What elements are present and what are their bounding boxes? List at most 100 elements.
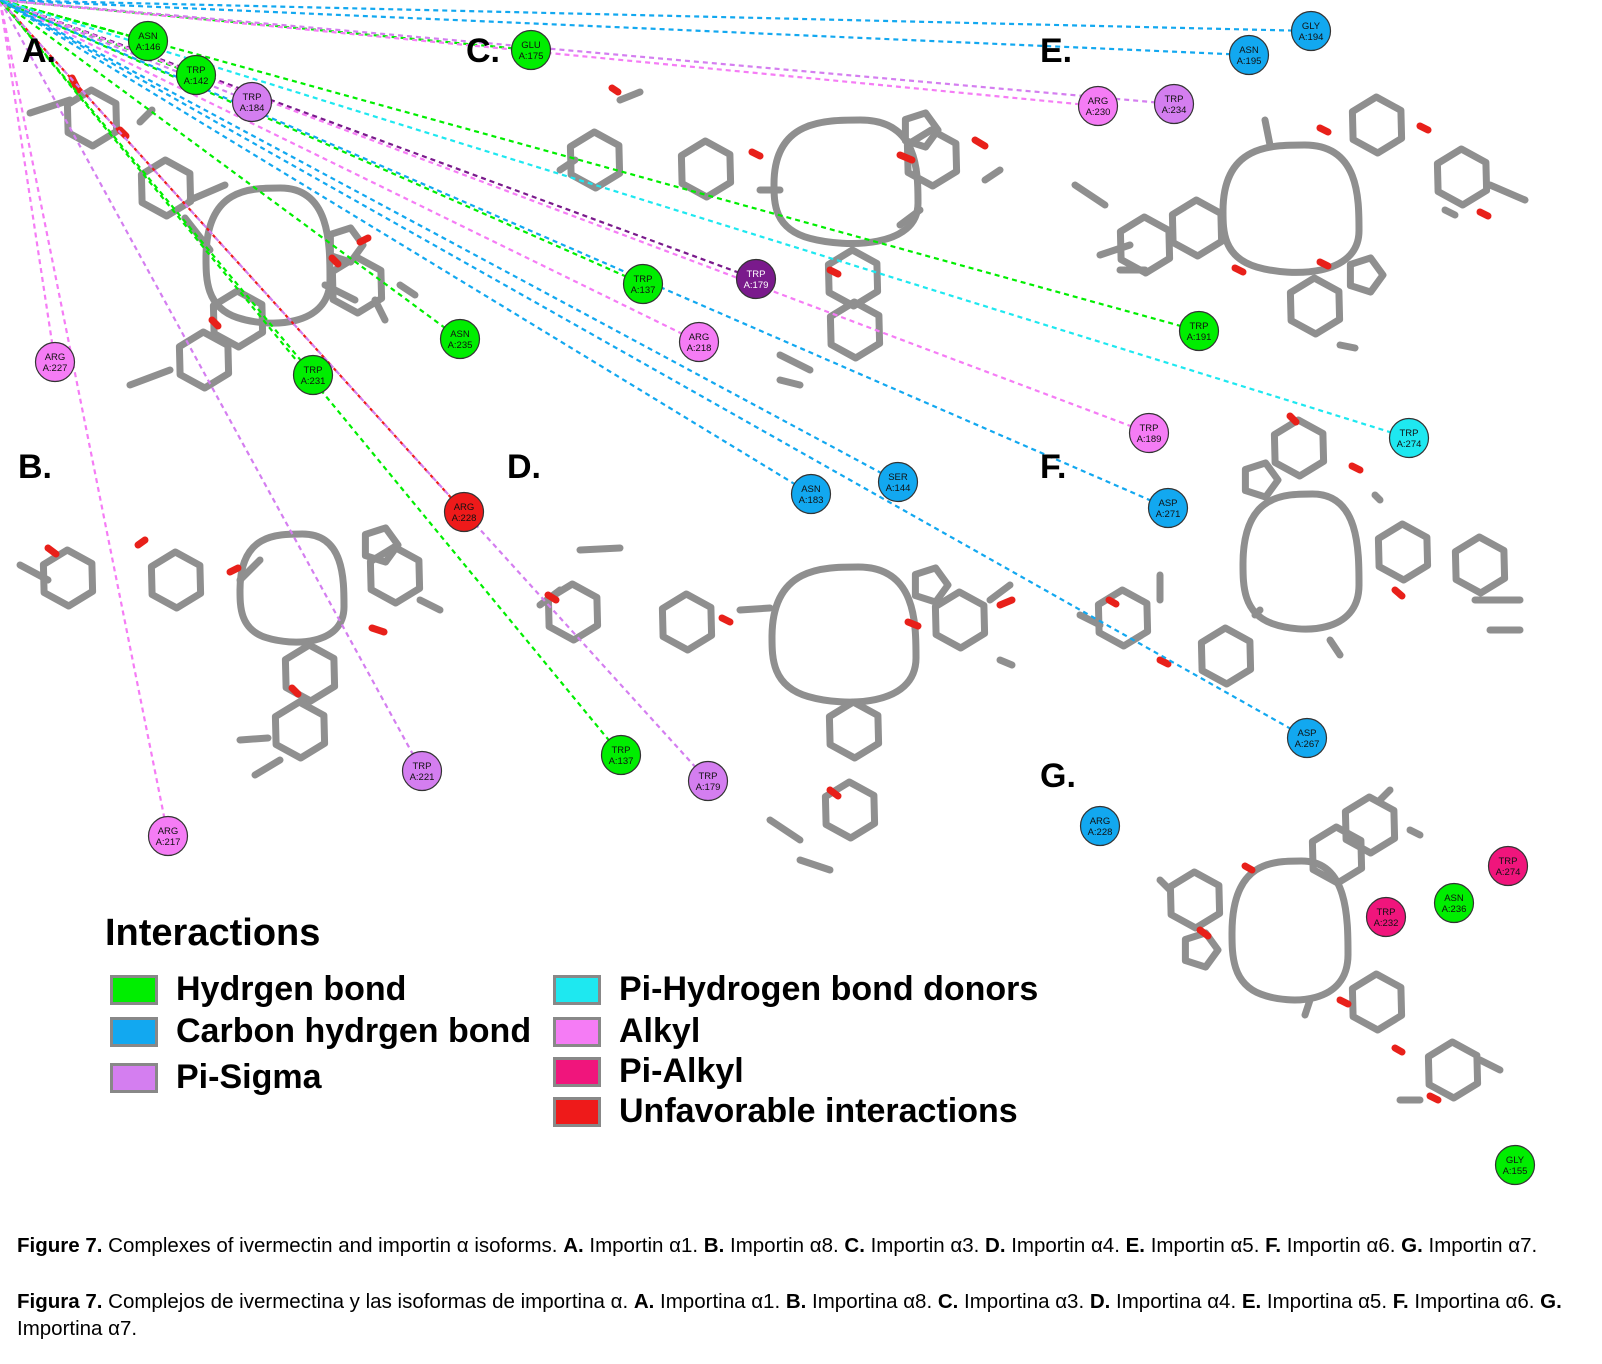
residue-circle <box>439 318 481 360</box>
oxygen-atom <box>1391 1044 1406 1056</box>
legend-item: Pi-Alkyl <box>553 1052 744 1091</box>
legend-swatch <box>553 1096 601 1127</box>
side-chain <box>1301 996 1314 1019</box>
legend-item: Hydrgen bond <box>110 970 406 1009</box>
residue-circle <box>443 491 485 533</box>
ligand-molecule <box>1076 412 1524 688</box>
residue-name: ASN <box>1239 45 1259 56</box>
caption-part-text: Importina α3. <box>958 1290 1085 1313</box>
interaction-line <box>0 0 314 376</box>
caption-part-key: D. <box>1084 1290 1111 1313</box>
oxygen-atom <box>608 84 622 96</box>
residue-id: A:179 <box>744 280 769 291</box>
residue-circle <box>1388 417 1430 459</box>
residue-id: A:184 <box>240 103 265 114</box>
residue-id: A:227 <box>43 363 68 374</box>
oxygen-atom <box>1286 412 1300 426</box>
residue-id: A:218 <box>687 343 712 354</box>
caption-part-text: Importin α7. <box>1422 1234 1538 1257</box>
residue-circle <box>1079 805 1121 847</box>
interaction-line <box>0 0 1312 33</box>
side-chain <box>736 604 774 614</box>
residue-id: A:144 <box>886 483 911 494</box>
six-membered-ring <box>1348 970 1406 1034</box>
residue-name: SER <box>888 472 908 483</box>
residue-id: A:271 <box>1156 509 1181 520</box>
residue-circle <box>1153 83 1195 125</box>
panel-letters: A.B.C.D.E.F.G. <box>18 32 1076 795</box>
macrocycle-ring <box>770 116 922 248</box>
caption-part-text: Importina α6. <box>1408 1290 1535 1313</box>
macrocycle-ring <box>1228 857 1352 1004</box>
legend-swatch <box>110 1062 158 1093</box>
residue-circle <box>1494 1144 1536 1186</box>
oxygen-atom <box>208 316 222 330</box>
caption-part-key: D. <box>979 1234 1006 1257</box>
legend-swatch <box>110 974 158 1005</box>
interaction-line <box>0 0 1250 57</box>
six-membered-ring <box>271 698 329 762</box>
side-chain <box>416 596 444 614</box>
residue-circle <box>292 354 334 396</box>
macrocycle-ring <box>768 563 920 706</box>
residue-name: GLY <box>1302 21 1321 32</box>
residue-name: ASN <box>801 484 821 495</box>
panel-letter: E. <box>1040 32 1072 70</box>
six-membered-ring <box>1197 624 1255 688</box>
residue-name: TRP <box>747 269 766 280</box>
caption-part-key: E. <box>1119 1234 1145 1257</box>
residue-circle <box>1433 882 1475 924</box>
side-chain <box>1261 116 1274 149</box>
residue-circle <box>1365 896 1407 938</box>
residue-id: A:137 <box>609 756 634 767</box>
ligand-molecule <box>16 524 444 779</box>
panel-letter: G. <box>1040 757 1076 795</box>
caption-part-text: Importina α7. <box>17 1317 138 1340</box>
legend-label: Pi-Sigma <box>176 1058 322 1096</box>
legend-title: Interactions <box>105 912 321 954</box>
side-chain <box>1326 636 1344 659</box>
caption-part-text: Importin α4. <box>1005 1234 1120 1257</box>
side-chain <box>1071 181 1109 209</box>
residue-id: A:221 <box>410 772 435 783</box>
interaction-line <box>0 0 1150 435</box>
side-chain <box>1251 606 1264 619</box>
side-chain <box>1441 206 1459 219</box>
residue-id: A:236 <box>1442 904 1467 915</box>
oxygen-atom <box>1231 264 1247 276</box>
oxygen-atom <box>1196 926 1212 940</box>
residue-name: ARG <box>45 352 66 363</box>
residue-name: TRP <box>187 65 206 76</box>
interaction-line <box>0 0 423 772</box>
residue-name: TRP <box>413 761 432 772</box>
legend-item: Unfavorable interactions <box>553 1092 1018 1131</box>
residue-name: ARG <box>1090 816 1111 827</box>
residue-id: A:228 <box>1088 827 1113 838</box>
oxygen-atom <box>116 126 130 140</box>
residue-id: A:217 <box>156 837 181 848</box>
caption-part-text: Importina α8. <box>806 1290 933 1313</box>
legend-label: Unfavorable interactions <box>619 1092 1018 1130</box>
six-membered-ring <box>1166 868 1224 932</box>
caption-part-key: B. <box>698 1234 725 1257</box>
oxygen-atom <box>356 234 372 246</box>
residue-circle <box>1290 10 1332 52</box>
residue-name: TRP <box>699 771 718 782</box>
residue-id: A:183 <box>799 495 824 506</box>
caption-part-text: Importina α1. <box>654 1290 781 1313</box>
caption-text: Complexes of ivermectin and importin α i… <box>108 1234 558 1257</box>
side-chain <box>251 756 284 779</box>
residue-id: A:194 <box>1299 32 1324 43</box>
interaction-line <box>0 0 57 363</box>
